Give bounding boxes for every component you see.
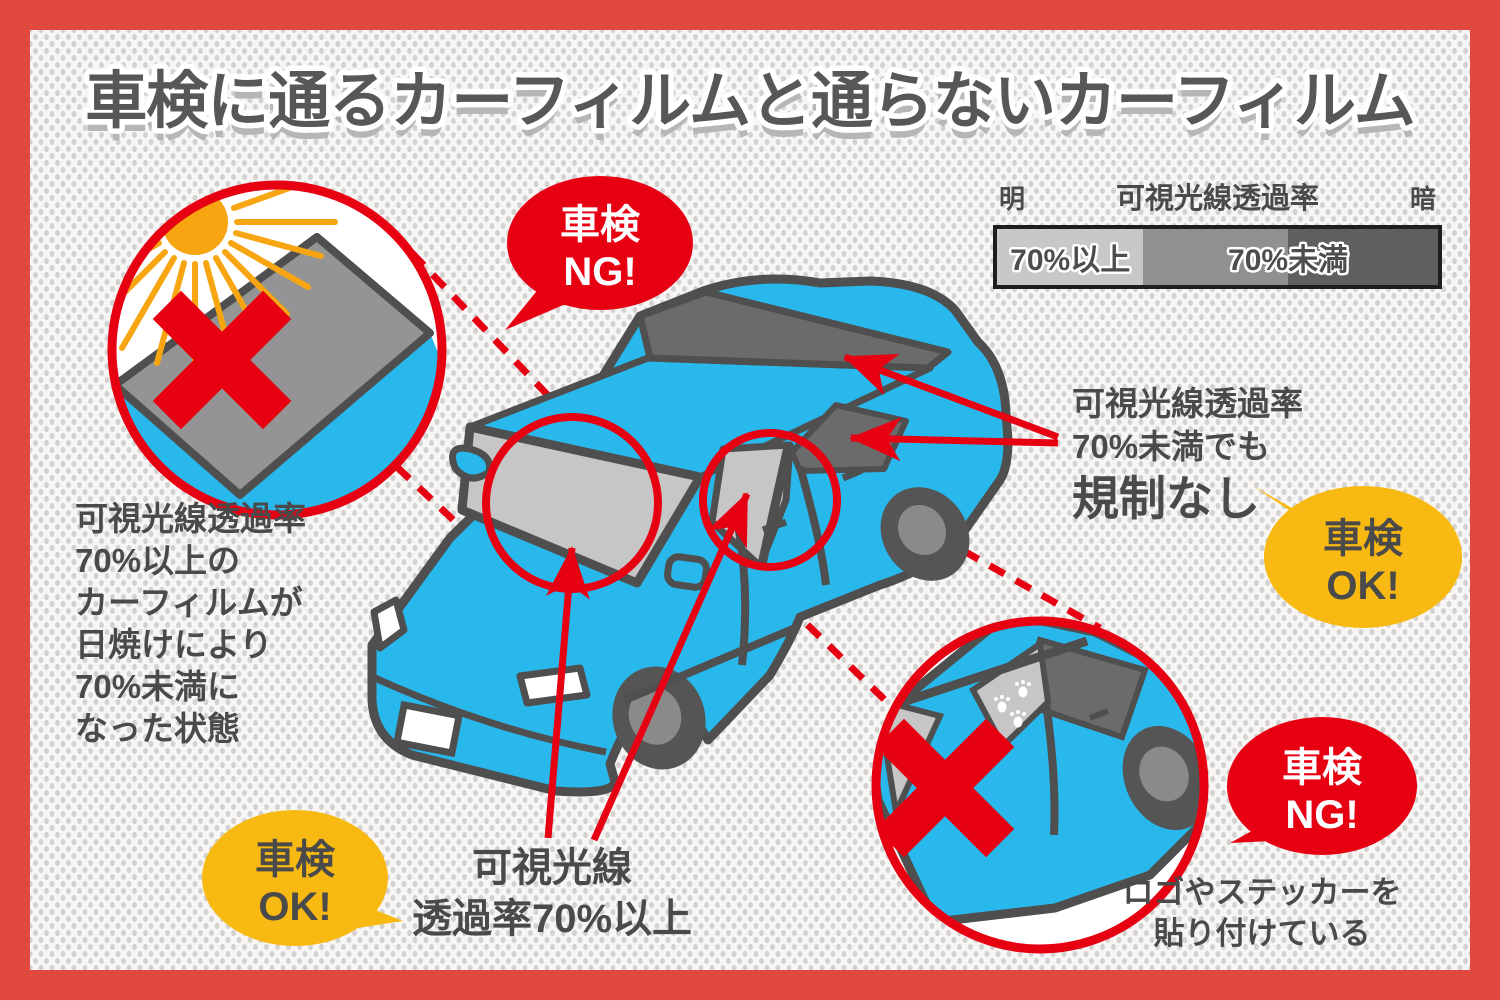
transmittance-legend: 明 可視光線透過率 暗 70%以上 70%未満 [993,175,1442,289]
x-mark-icon [152,290,292,430]
note-line: 可視光線 [472,846,632,890]
rocker-crease [623,624,797,704]
page-title-text: 車検に通るカーフィルムと通らないカーフィルム [85,67,1415,136]
note-line: ロゴやステッカーを [1122,875,1402,910]
bubble-text: 車検 [1282,746,1363,790]
rear-window-dark-film [636,288,952,372]
arrow-to-front-side-window [590,492,751,842]
magnifier-ring [107,180,447,520]
bubble-text: NG! [563,250,636,294]
note-line: なった状態 [75,710,240,747]
page-title: 車検に通るカーフィルムと通らないカーフィルム 車検に通るカーフィルムと通らないカ… [80,62,1422,149]
legend-bright-label: 明 [999,184,1026,214]
note-line: 70%以上の [75,542,241,579]
note-line: 可視光線透過率 [1072,385,1303,422]
bubble-body [1227,717,1417,855]
bubble-body [1264,486,1462,628]
arrow-to-rear-side-window [849,417,1059,462]
door-seam [796,465,830,586]
arrow-to-rear-window [843,353,1060,441]
legend-gradient-bar: 70%以上 70%未満 [993,225,1442,289]
windshield-light-film [457,422,705,588]
bubble-text: 車検 [560,203,641,247]
legend-over70-label: 70%以上 [1010,244,1131,277]
bubble-text: OK! [258,885,331,929]
note-faded-film: 可視光線透過率 70%以上の カーフィルムが 日焼けにより 70%未満に なった… [75,498,306,750]
note-emphasis: 規制なし [1072,472,1260,525]
bubble-text: 車検 [255,838,336,882]
pointer-arrows [544,353,1060,842]
paw-print-icon [994,680,1031,728]
dashed-line [409,250,563,411]
note-line: 70%未満でも [1072,428,1271,465]
bubble-body [507,176,693,310]
magnifier-faded-film [107,180,447,520]
legend-under70-label: 70%未満 [1228,244,1349,277]
left-mirror [449,444,494,482]
main-car-illustration [367,274,1013,797]
rear-wheel-hub [897,504,947,556]
bubble-ok-bottom-left: 車検 OK! [202,810,403,946]
note-sticker: ロゴやステッカーを 貼り付けている [1102,872,1422,954]
roofline-zoom [886,636,1089,712]
side-window-focus-circle [699,429,841,571]
headlight-center [516,664,591,707]
right-mirror [664,553,710,591]
legend-segment-over70: 70%以上 [997,229,1144,285]
bubble-text: 車検 [1323,517,1404,561]
legend-title: 可視光線透過率 [1115,183,1319,215]
note-line: 透過率70%以上 [411,897,693,941]
bubble-ng-top: 車検 NG! [505,176,693,330]
door-handle-zoom [1088,708,1110,721]
bumper-crease [373,674,607,756]
door-handle [761,518,788,534]
legend-segment-dark [1288,229,1438,285]
note-line: 可視光線透過率 [75,500,306,537]
license-plate [392,700,464,758]
note-line: 貼り付けている [1153,916,1371,951]
headlight-left [370,596,408,652]
note-line: 日焼けにより [75,626,273,663]
note-rear-windows: 可視光線透過率 70%未満でも 規制なし [1072,382,1303,530]
note-line: 70%未満に [75,668,241,705]
door-handle [841,466,864,482]
note-front-windows: 可視光線 透過率70%以上 [402,843,702,945]
magnifier-sticker [871,616,1209,954]
note-line: カーフィルムが [75,584,303,621]
legend-segment-mid [1143,229,1289,285]
bubble-text: OK! [1326,564,1399,608]
door-seam-zoom [1042,702,1059,836]
page-title-shadow: 車検に通るカーフィルムと通らないカーフィルム [85,79,1415,148]
legend-dark-label: 暗 [1409,184,1436,214]
bubble-text: NG! [1285,793,1358,837]
dashed-line [394,464,501,565]
b-pillar [757,446,793,565]
bubble-body [202,810,388,946]
bubble-ng-bottom-right: 車検 NG! [1227,717,1417,855]
arrow-to-windshield [544,546,590,839]
x-mark-icon [876,718,1015,858]
wheel-hub-zoom [1139,746,1189,802]
bubble-ok-right: 車検 OK! [1253,486,1462,628]
page-title-outline: 車検に通るカーフィルムと通らないカーフィルム [85,67,1415,136]
magnifier-ring [871,616,1209,954]
